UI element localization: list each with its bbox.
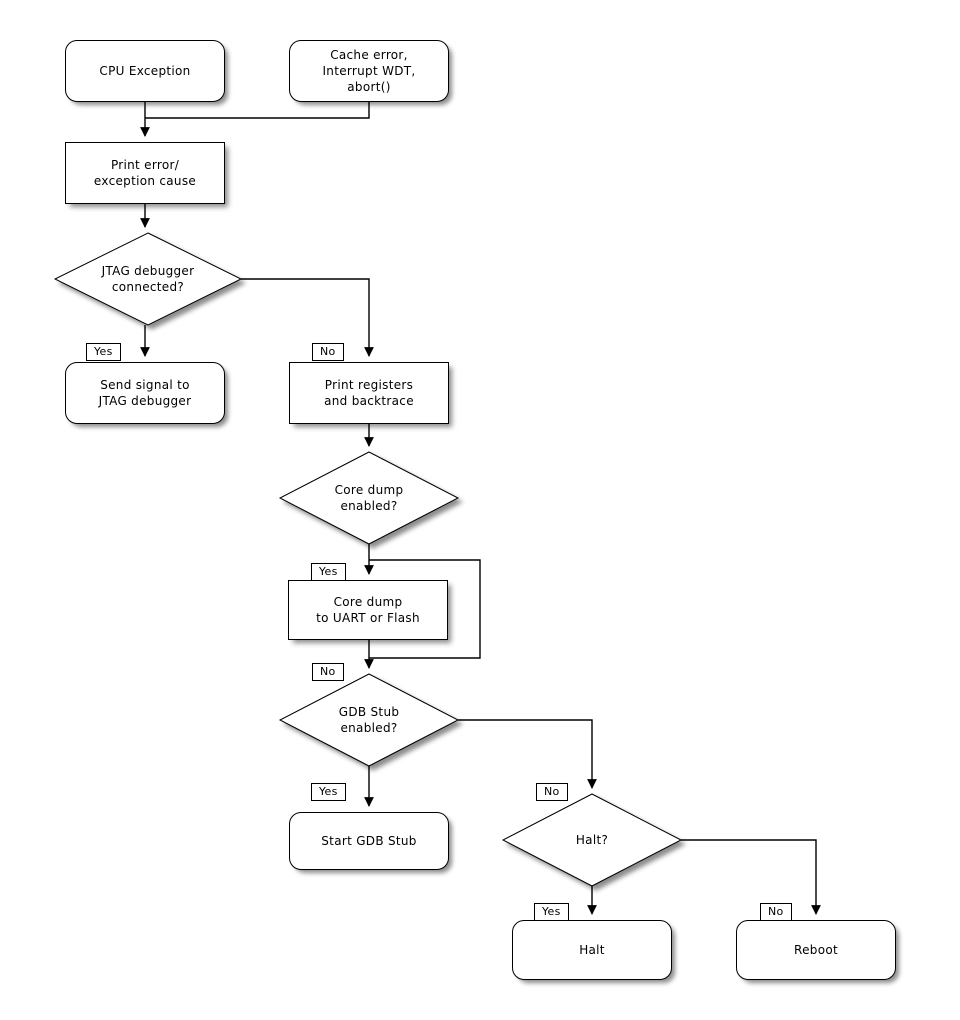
node-send-signal[interactable]: Send signal to JTAG debugger [65,362,225,424]
edge-label-jtag-yes: Yes [86,343,121,361]
edge-jtag-no [241,278,374,357]
edge-label-gdbstub-yes: Yes [311,783,346,801]
edge-label-halt-no: No [760,903,792,921]
edge-halt-no [681,839,821,915]
node-halt[interactable]: Halt [512,920,672,980]
node-start-gdbstub-label: Start GDB Stub [321,834,417,848]
edge-label-halt-yes: Yes [534,903,569,921]
coredump-decision-shape [278,451,460,545]
node-cpu-exception[interactable]: CPU Exception [65,40,225,102]
jtag-decision-shape [53,232,243,326]
node-send-signal-label: Send signal to JTAG debugger [98,378,192,408]
edge-coredump-no [369,559,481,659]
edge-gdbstub-no [458,719,597,789]
edge-cache-to-print [145,102,370,119]
node-print-error-label: Print error/ exception cause [93,158,197,188]
halt-decision-shape [501,793,683,887]
node-cpu-exception-label: CPU Exception [99,64,191,78]
node-reboot-label: Reboot [794,943,838,957]
node-cache-error-label: Cache error, Interrupt WDT, abort() [322,48,416,94]
node-coredump-write[interactable]: Core dump to UART or Flash [288,580,448,640]
edge-label-coredump-no: No [312,663,344,681]
node-print-error[interactable]: Print error/ exception cause [65,142,225,204]
gdbstub-decision-shape [278,673,460,767]
edge-label-coredump-yes: Yes [311,563,346,581]
node-start-gdbstub[interactable]: Start GDB Stub [289,812,449,870]
node-print-registers-label: Print registers and backtrace [324,378,414,408]
node-print-registers[interactable]: Print registers and backtrace [289,362,449,424]
edge-label-jtag-no: No [312,343,344,361]
node-coredump-write-label: Core dump to UART or Flash [316,595,420,625]
edge-label-gdbstub-no: No [536,783,568,801]
node-halt-label: Halt [579,943,605,957]
node-reboot[interactable]: Reboot [736,920,896,980]
node-cache-error[interactable]: Cache error, Interrupt WDT, abort() [289,40,449,102]
